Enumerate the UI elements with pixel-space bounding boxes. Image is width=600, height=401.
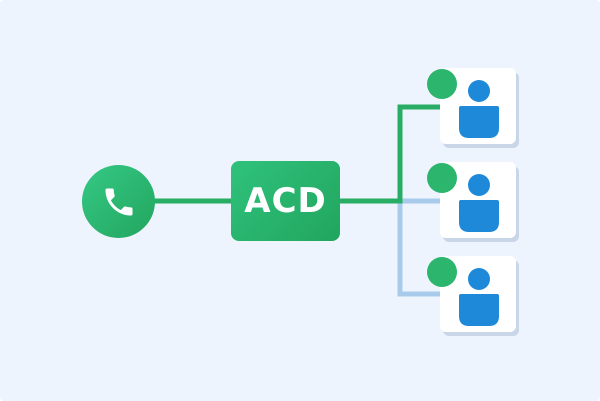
person-icon	[459, 268, 499, 326]
acd-node: ACD	[231, 161, 340, 241]
agent-1-status-dot	[427, 69, 457, 99]
caller-node	[82, 165, 155, 238]
agent-3-status-dot	[427, 257, 457, 287]
agent-2-status-dot	[427, 163, 457, 193]
idle-connector-agent-3	[397, 201, 442, 297]
phone-icon	[105, 188, 133, 216]
agent-card-2	[440, 162, 516, 238]
person-icon	[459, 174, 499, 232]
acd-label: ACD	[244, 181, 327, 221]
active-connector-agent-1	[339, 104, 442, 204]
person-icon	[459, 80, 499, 138]
